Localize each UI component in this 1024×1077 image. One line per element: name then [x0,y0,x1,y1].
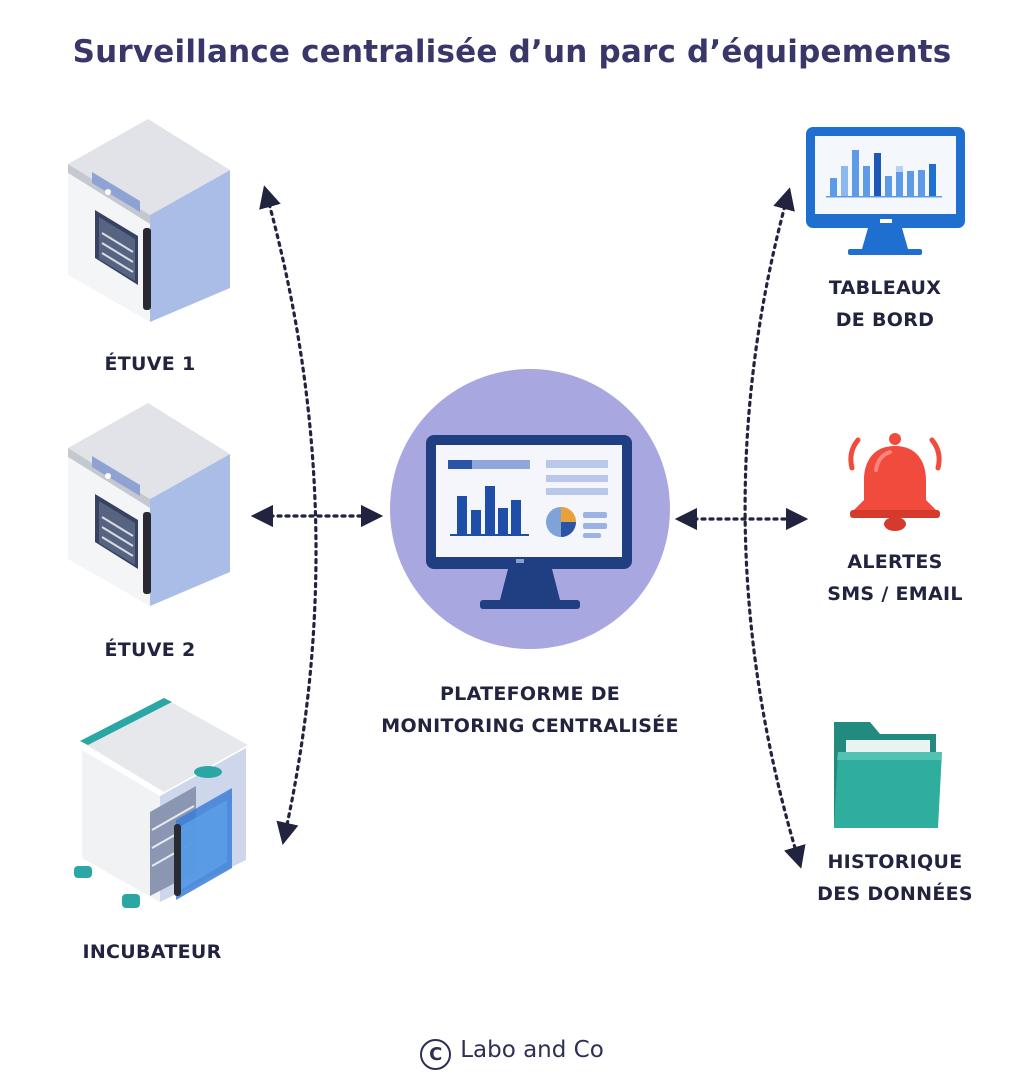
page-title: Surveillance centralisée d’un parc d’équ… [72,34,952,70]
label-incubateur: INCUBATEUR [82,941,222,963]
bell-icon [848,433,942,531]
footer-credit: C Labo and Co [0,1037,1024,1070]
folder-icon [834,722,942,828]
connector-left-curve [259,185,318,845]
monitor-dashboard-icon [390,369,670,649]
credit-text: Labo and Co [460,1037,604,1063]
label-etuve-1: ÉTUVE 1 [104,353,196,375]
oven-icon [68,119,230,322]
label-dashboards: TABLEAUX DE BORD [828,277,942,331]
oven-icon [68,403,230,606]
copyright-icon: C [420,1039,452,1070]
label-alerts: ALERTES SMS / EMAIL [827,551,963,605]
label-etuve-2: ÉTUVE 2 [104,639,196,661]
monitor-chart-icon [806,127,965,255]
incubator-icon [74,698,248,908]
label-history: HISTORIQUE DES DONNÉES [817,851,973,905]
label-platform: PLATEFORME DE MONITORING CENTRALISÉE [381,683,679,737]
